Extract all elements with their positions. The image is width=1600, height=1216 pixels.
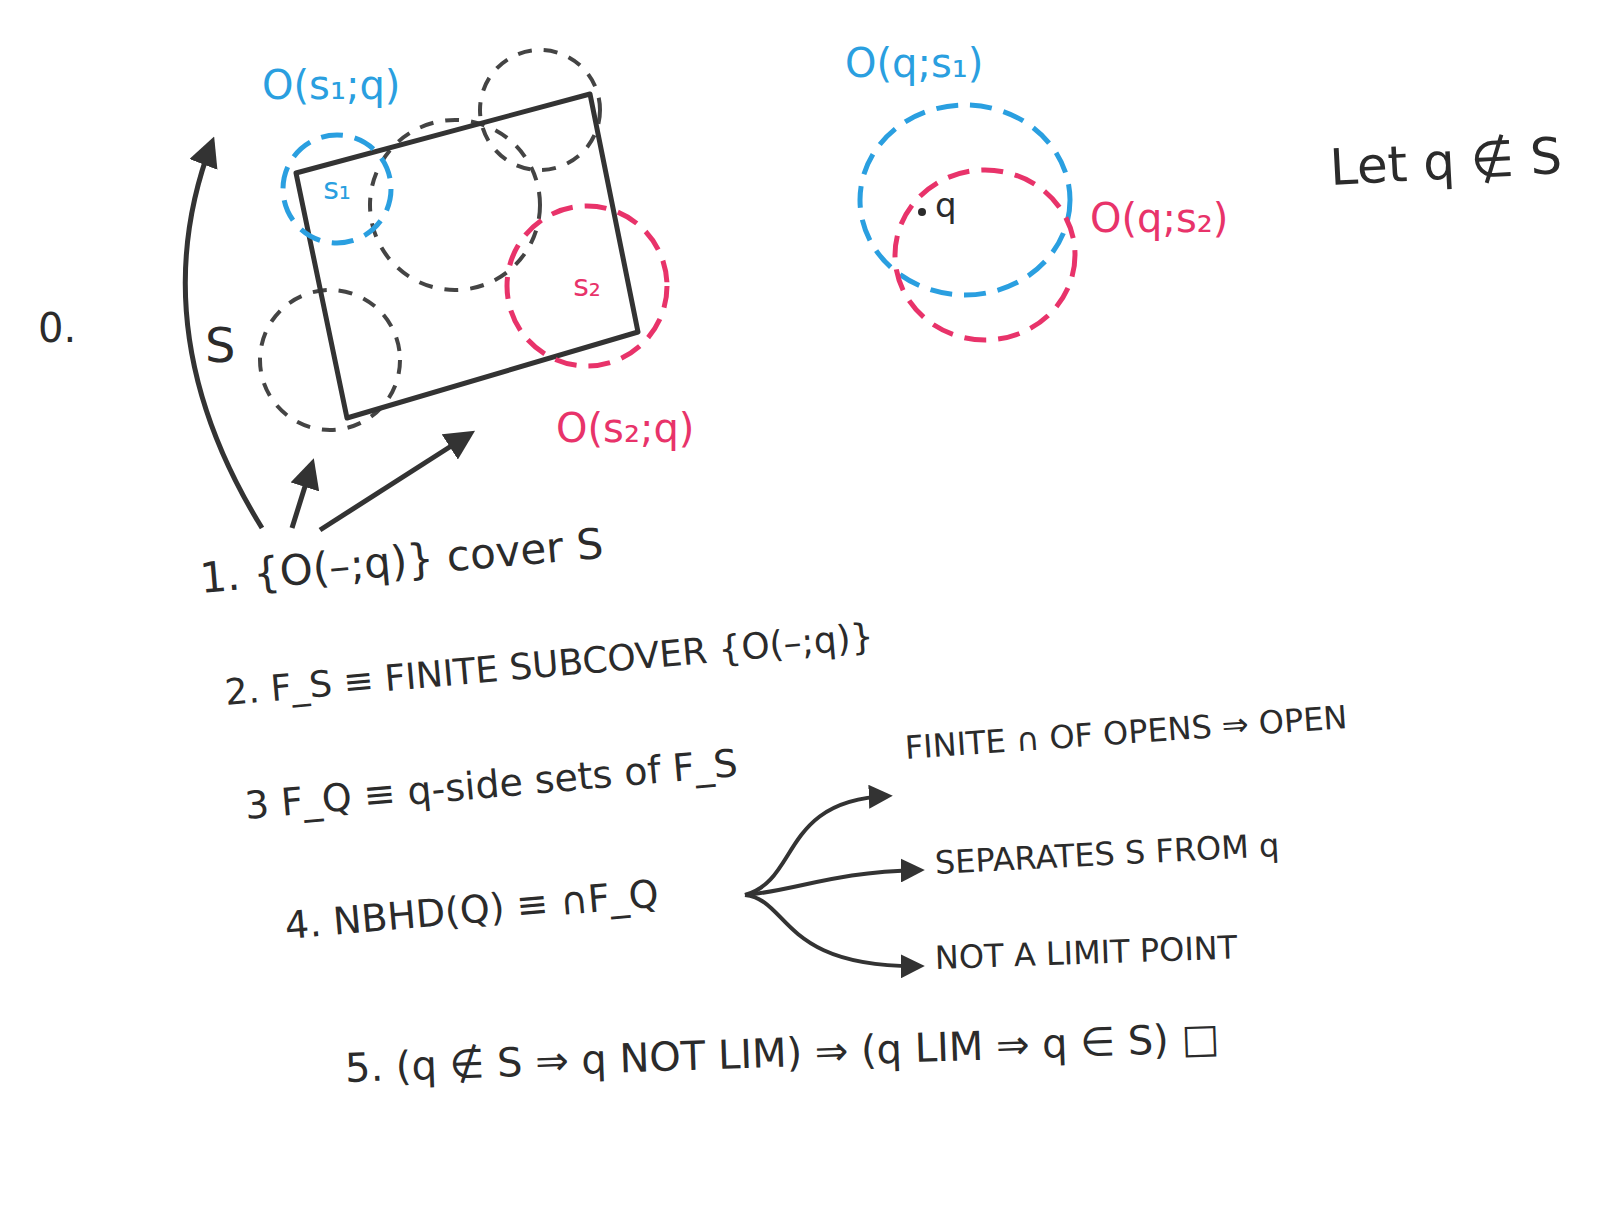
branch-arrow bbox=[745, 895, 920, 966]
node-heading: O(s₂;q) bbox=[556, 405, 694, 451]
dashed-circle bbox=[507, 206, 667, 366]
point-name: q bbox=[935, 186, 957, 225]
neighbourhood-circle: s₁O(s₁;q) bbox=[281, 133, 393, 245]
proof-step: 1. {O(–;q)} cover S bbox=[198, 520, 605, 603]
set-outline bbox=[296, 94, 638, 418]
node-heading: O(s₁;q) bbox=[262, 62, 400, 108]
set-region: S bbox=[296, 94, 638, 418]
assumption: Let q ∉ S bbox=[1328, 128, 1563, 198]
consequence: NOT A LIMIT POINT bbox=[934, 929, 1237, 976]
branch-arrow bbox=[745, 870, 920, 895]
proof-step: 2. F_S ≡ FINITE SUBCOVER {O(–;q)} bbox=[223, 615, 875, 713]
node-text: S bbox=[205, 318, 235, 373]
consequence: SEPARATES S FROM q bbox=[934, 827, 1280, 882]
neighbourhood-circle: s₂O(s₂;q) bbox=[505, 204, 669, 368]
proof-step: 3 F_Q ≡ q-side sets of F_S bbox=[243, 742, 739, 829]
conclusion: 5. (q ∉ S ⇒ q NOT LIM) ⇒ (q LIM ⇒ q ∈ S)… bbox=[344, 1014, 1220, 1090]
step-number: 0. bbox=[38, 305, 76, 351]
set-name: O(q;s₂) bbox=[1090, 195, 1228, 241]
dashed-circle bbox=[283, 135, 391, 243]
node-text: s₂ bbox=[573, 269, 601, 304]
point-q bbox=[918, 208, 926, 216]
set-name: O(q;s₁) bbox=[845, 40, 983, 86]
node-text: s₁ bbox=[323, 172, 351, 207]
q-neighbourhood-pink bbox=[895, 170, 1075, 340]
q-neighbourhood-blue bbox=[860, 105, 1070, 295]
pointer-arrow bbox=[292, 464, 312, 528]
node-outline bbox=[296, 94, 638, 418]
proof-step: 4. NBHD(Q) ≡ ∩F_Q bbox=[283, 872, 660, 948]
pointer-arrow bbox=[320, 434, 470, 530]
consequence: FINITE ∩ OF OPENS ⇒ OPEN bbox=[904, 699, 1349, 767]
pointer-arrow bbox=[185, 142, 262, 528]
